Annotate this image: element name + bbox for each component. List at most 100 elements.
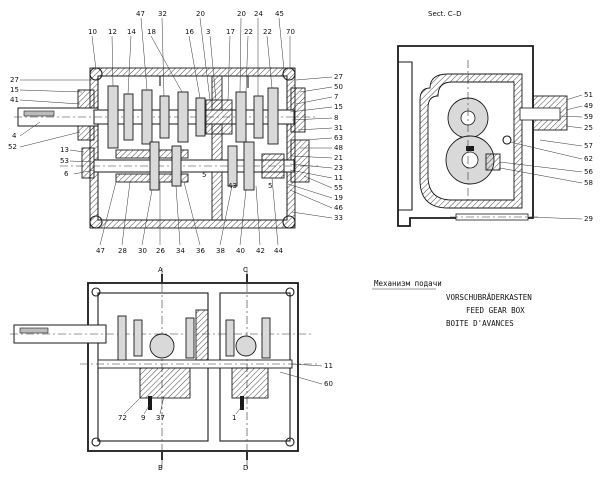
label-inner-0: 5 (202, 171, 206, 179)
left-labels: 27 15 41 4 52 13 53 6 (8, 76, 95, 178)
gear (159, 95, 170, 139)
section-right-labels: 51 49 59 25 57 62 56 58 29 (499, 91, 593, 223)
label-top-5: 18 (147, 28, 156, 36)
gear (195, 97, 206, 137)
gear (267, 87, 279, 145)
label-inner-2: 43 (228, 182, 237, 190)
title-french: BOITE D'AVANCES (446, 319, 514, 328)
label-left-4: 52 (8, 143, 17, 151)
label-right-1: 50 (334, 83, 343, 91)
section-letter-c: C (243, 266, 248, 274)
label-right-6: 63 (334, 134, 343, 142)
label-top-1: 12 (108, 28, 117, 36)
title-english: FEED GEAR BOX (466, 306, 525, 315)
right-leaders (287, 76, 333, 219)
bottom-labels: 47 28 30 26 34 36 38 40 42 44 5 5 43 (96, 171, 283, 255)
shift-rod (519, 107, 561, 121)
gear (227, 145, 238, 187)
label-bottom-7: 40 (236, 247, 245, 255)
label-top-2: 14 (127, 28, 136, 36)
gear (253, 95, 264, 139)
title-russian: Механизм подачи (374, 279, 442, 288)
label-plan-2: 72 (118, 414, 127, 422)
label-sec-5: 62 (584, 155, 593, 163)
shaft-key (23, 110, 55, 117)
label-right-0: 27 (334, 73, 343, 81)
label-plan-0: 11 (324, 362, 333, 370)
label-top-12: 22 (244, 28, 253, 36)
plan-housing-outer (87, 282, 299, 452)
gear (177, 91, 189, 143)
label-inner-1: 5 (268, 182, 272, 190)
plan-bolt (285, 287, 295, 297)
label-right-9: 23 (334, 164, 343, 172)
plan-gear-round (235, 335, 257, 357)
label-left-1: 15 (10, 86, 19, 94)
plan-pin (240, 396, 244, 410)
label-bottom-5: 36 (196, 247, 205, 255)
gear (235, 91, 247, 143)
label-left-7: 6 (64, 170, 69, 178)
keyway (466, 146, 474, 151)
label-sec-7: 58 (584, 179, 593, 187)
label-right-4: 8 (334, 114, 338, 122)
label-bottom-4: 34 (176, 247, 185, 255)
longitudinal-section (14, 67, 318, 229)
label-right-3: 15 (334, 103, 343, 111)
label-sec-6: 56 (584, 168, 593, 176)
label-sec-0: 51 (584, 91, 593, 99)
label-sec-1: 49 (584, 102, 593, 110)
title-block: Механизм подачи VORSCHUBRÄDERKASTEN FEED… (372, 279, 532, 328)
label-bottom-0: 47 (96, 247, 105, 255)
gear (149, 141, 160, 191)
label-left-2: 41 (10, 96, 19, 104)
plan-gear (133, 319, 143, 357)
plan-key (19, 327, 49, 334)
section-flange (398, 61, 413, 211)
label-right-5: 31 (334, 124, 343, 132)
label-top-14: 45 (275, 10, 284, 18)
label-sec-2: 59 (584, 113, 593, 121)
label-bottom-2: 30 (138, 247, 147, 255)
label-plan-3: 9 (141, 414, 145, 422)
label-left-6: 53 (60, 157, 69, 165)
label-bottom-1: 28 (118, 247, 127, 255)
plan-gear (225, 319, 235, 357)
corner-boss (282, 67, 296, 81)
label-bottom-3: 26 (156, 247, 165, 255)
label-top-11: 24 (254, 10, 263, 18)
label-sec-4: 57 (584, 142, 593, 150)
right-labels: 27 50 7 15 8 31 63 48 21 23 11 55 19 46 … (287, 73, 343, 222)
plan-bolt (91, 287, 101, 297)
plan-partition (195, 309, 209, 361)
gear (123, 93, 134, 141)
label-top-0: 10 (88, 28, 97, 36)
plan-block (231, 367, 269, 399)
label-top-3: 47 (136, 10, 145, 18)
detent (502, 135, 512, 145)
label-right-11: 55 (334, 184, 343, 192)
label-right-12: 19 (334, 194, 343, 202)
label-sec-8: 29 (584, 215, 593, 223)
label-top-10: 20 (237, 10, 246, 18)
label-bottom-9: 44 (274, 247, 283, 255)
section-cd-view: Sect. C–D (397, 10, 568, 227)
label-right-8: 21 (334, 154, 343, 162)
plan-block (139, 367, 191, 399)
gear (171, 145, 182, 187)
label-right-14: 33 (334, 214, 343, 222)
label-top-9: 17 (226, 28, 235, 36)
plan-gear (117, 315, 127, 361)
lower-gear-bore (461, 151, 479, 169)
corner-boss (89, 215, 103, 229)
top-labels: 10 12 14 47 32 18 16 20 3 17 20 24 22 22… (88, 10, 295, 101)
left-lower-cap (81, 147, 95, 179)
gear (141, 89, 153, 145)
label-left-3: 4 (12, 132, 17, 140)
shift-fork (485, 153, 501, 171)
label-bottom-6: 38 (216, 247, 225, 255)
label-top-13: 22 (263, 28, 272, 36)
plan-leaders (123, 363, 323, 415)
section-letter-b: B (158, 464, 163, 472)
